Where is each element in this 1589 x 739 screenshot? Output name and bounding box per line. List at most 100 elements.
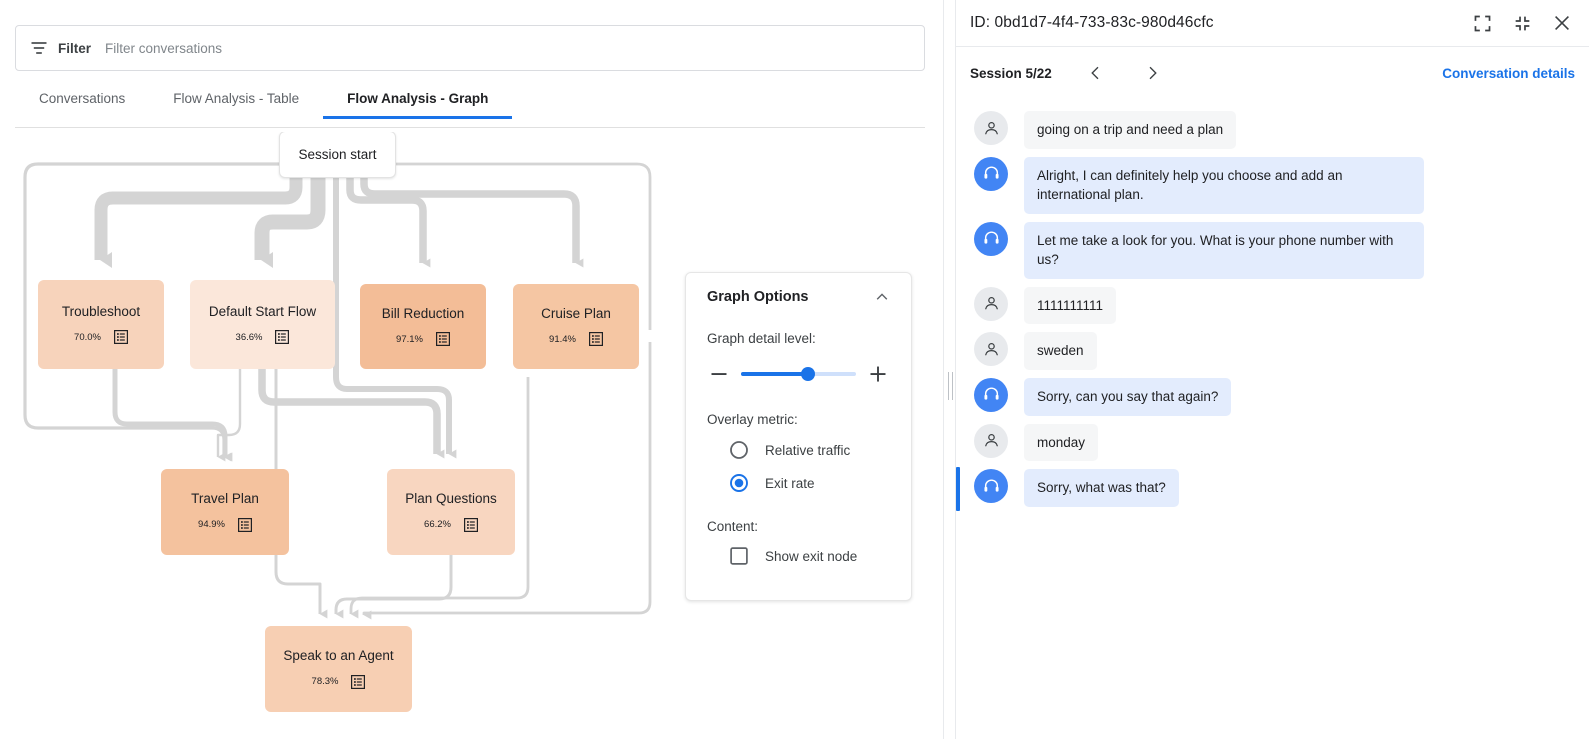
conversation-header: ID: 0bd1d7-4f4-733-83c-980d46cfc [956, 0, 1589, 47]
radio-relative-traffic[interactable]: Relative traffic [707, 440, 890, 460]
panel-resize-handle[interactable] [943, 0, 956, 739]
graph-detail-level-label: Graph detail level: [707, 331, 816, 346]
message-row: monday [956, 420, 1589, 466]
node-troubleshoot-label: Troubleshoot [61, 303, 141, 319]
agent-headset-icon [974, 221, 1008, 256]
node-travel-plan-metrics: 94.9% [198, 517, 252, 532]
message-row-highlighted: Sorry, what was that? [956, 465, 1589, 511]
node-cruise-plan-exit-rate: 91.4% [549, 333, 576, 345]
message-row: sweden [956, 328, 1589, 374]
checkbox-show-exit-node[interactable]: Show exit node [707, 547, 890, 565]
user-avatar-icon [974, 423, 1008, 458]
radio-unselected-icon [729, 440, 749, 460]
message-text: sweden [1024, 332, 1097, 370]
node-troubleshoot[interactable]: Troubleshoot 70.0% [38, 280, 164, 369]
message-text: Alright, I can definitely help you choos… [1024, 156, 1424, 214]
user-avatar-icon [974, 332, 1008, 367]
node-default-start-flow-exit-rate: 36.6% [235, 331, 263, 343]
checkbox-show-exit-node-label: Show exit node [765, 548, 858, 564]
slider-fill [741, 372, 808, 376]
list-icon[interactable] [113, 330, 128, 345]
chevron-left-icon[interactable] [1082, 59, 1110, 87]
message-row: going on a trip and need a plan [956, 107, 1589, 153]
node-default-start-flow-metrics: 36.6% [235, 330, 290, 345]
conversation-pane: ID: 0bd1d7-4f4-733-83c-980d46cfc Session… [956, 0, 1589, 739]
list-icon[interactable] [435, 332, 450, 347]
graph-edges [23, 162, 652, 620]
node-plan-questions-exit-rate: 66.2% [424, 519, 451, 531]
filter-bar[interactable]: Filter [15, 25, 925, 71]
radio-selected-icon [729, 473, 749, 493]
tab-bar: Conversations Flow Analysis - Table Flow… [15, 90, 925, 128]
expand-icon[interactable] [1469, 10, 1495, 36]
node-cruise-plan[interactable]: Cruise Plan 91.4% [513, 284, 639, 369]
node-travel-plan[interactable]: Travel Plan 94.9% [161, 469, 289, 555]
close-icon[interactable] [1549, 10, 1575, 36]
list-icon[interactable] [463, 517, 478, 532]
node-plan-questions-label: Plan Questions [405, 491, 497, 507]
list-icon[interactable] [588, 332, 603, 347]
plus-icon[interactable] [866, 362, 890, 386]
node-speak-to-an-agent-exit-rate: 78.3% [311, 676, 339, 688]
message-list: going on a trip and need a plan Alright,… [956, 99, 1589, 739]
message-text: monday [1024, 423, 1099, 462]
content-label: Content: [707, 519, 759, 534]
user-avatar-icon [974, 286, 1008, 321]
node-cruise-plan-metrics: 91.4% [549, 332, 603, 347]
graph-options-header[interactable]: Graph Options [707, 289, 890, 305]
node-speak-to-an-agent-label: Speak to an Agent [283, 648, 394, 664]
filter-icon [30, 39, 48, 57]
collapse-icon[interactable] [1509, 10, 1535, 36]
node-troubleshoot-exit-rate: 70.0% [74, 331, 101, 343]
message-row: Alright, I can definitely help you choos… [956, 153, 1589, 218]
node-default-start-flow-label: Default Start Flow [208, 303, 317, 319]
agent-headset-icon [974, 469, 1008, 504]
session-navigation-bar: Session 5/22 Conversation details [956, 47, 1589, 99]
filter-label: Filter [58, 40, 92, 56]
list-icon[interactable] [237, 517, 252, 532]
chevron-right-icon[interactable] [1138, 59, 1166, 87]
filter-input[interactable] [105, 40, 910, 56]
resize-grip-icon [948, 372, 953, 400]
agent-headset-icon [974, 377, 1008, 412]
message-text: Let me take a look for you. What is your… [1024, 221, 1424, 279]
list-icon[interactable] [275, 330, 290, 345]
node-troubleshoot-metrics: 70.0% [74, 330, 128, 345]
conversation-details-link[interactable]: Conversation details [1442, 65, 1575, 81]
node-bill-reduction-metrics: 97.1% [396, 332, 450, 347]
tab-conversations[interactable]: Conversations [39, 91, 126, 106]
node-speak-to-an-agent[interactable]: Speak to an Agent 78.3% [265, 626, 412, 712]
node-default-start-flow[interactable]: Default Start Flow 36.6% [190, 280, 335, 369]
node-plan-questions-metrics: 66.2% [424, 517, 478, 532]
graph-options-title: Graph Options [707, 289, 809, 305]
message-text: 1111111111 [1024, 286, 1117, 325]
node-plan-questions[interactable]: Plan Questions 66.2% [387, 469, 515, 555]
node-session-start[interactable]: Session start [279, 132, 396, 178]
user-avatar-icon [974, 111, 1008, 145]
node-travel-plan-exit-rate: 94.9% [198, 519, 225, 531]
graph-canvas[interactable]: Session start Troubleshoot 70.0% [0, 132, 945, 739]
detail-level-slider[interactable] [741, 367, 856, 381]
message-row: 1111111111 [956, 283, 1589, 329]
message-row: Let me take a look for you. What is your… [956, 218, 1589, 283]
radio-exit-rate[interactable]: Exit rate [707, 473, 890, 493]
node-travel-plan-label: Travel Plan [191, 491, 259, 507]
node-bill-reduction[interactable]: Bill Reduction 97.1% [360, 284, 486, 369]
tab-flow-analysis-table[interactable]: Flow Analysis - Table [173, 91, 300, 106]
node-bill-reduction-exit-rate: 97.1% [396, 333, 423, 345]
message-text: Sorry, what was that? [1024, 469, 1179, 507]
message-row: Sorry, can you say that again? [956, 374, 1589, 420]
tab-flow-analysis-graph[interactable]: Flow Analysis - Graph [323, 90, 513, 118]
session-counter: Session 5/22 [970, 65, 1052, 81]
flow-analysis-pane: Filter Conversations Flow Analysis - Tab… [0, 25, 945, 739]
overlay-metric-label: Overlay metric: [707, 412, 798, 427]
minus-icon[interactable] [707, 362, 731, 386]
list-icon[interactable] [351, 674, 366, 689]
radio-exit-rate-label: Exit rate [765, 475, 815, 491]
chevron-up-icon[interactable] [874, 289, 890, 305]
slider-thumb[interactable] [800, 367, 815, 381]
conversation-id: ID: 0bd1d7-4f4-733-83c-980d46cfc [970, 14, 1214, 31]
radio-relative-traffic-label: Relative traffic [765, 442, 851, 458]
node-speak-to-an-agent-metrics: 78.3% [311, 674, 366, 689]
